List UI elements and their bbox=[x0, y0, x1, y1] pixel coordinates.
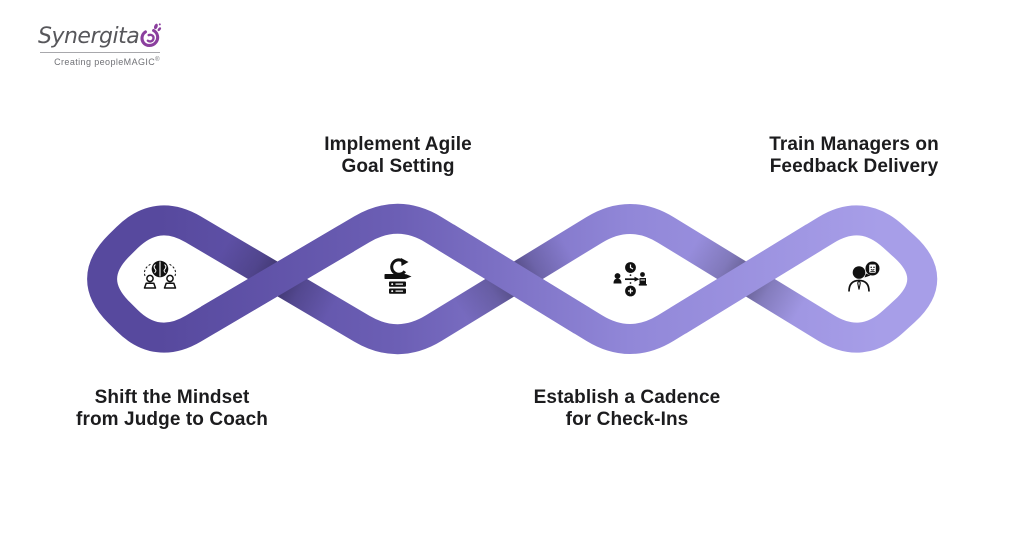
feedback-delivery-icon bbox=[848, 261, 880, 292]
step-label-shift-mindset: Shift the Mindset from Judge to Coach bbox=[76, 387, 268, 430]
ribbon-loop bbox=[87, 203, 938, 355]
registered-mark: ® bbox=[155, 57, 160, 63]
brand-name: Synergita bbox=[38, 24, 140, 49]
step-label-agile-goal-setting: Implement Agile Goal Setting bbox=[324, 134, 472, 177]
agile-goal-setting-icon bbox=[384, 258, 412, 294]
judge-to-coach-icon bbox=[143, 260, 177, 289]
step-label-cadence-check-ins: Establish a Cadence for Check-Ins bbox=[533, 387, 721, 430]
synergita-swirl-icon bbox=[140, 23, 162, 47]
logo-divider bbox=[40, 52, 160, 53]
step-label-train-managers: Train Managers on Feedback Delivery bbox=[769, 134, 939, 177]
weave-over-segments bbox=[200, 224, 823, 334]
check-in-cadence-icon bbox=[613, 262, 647, 297]
logo-tagline: Creating peopleMAGIC® bbox=[54, 57, 160, 67]
synergita-logo: Synergita Creating peopleMAGIC® bbox=[38, 22, 162, 67]
